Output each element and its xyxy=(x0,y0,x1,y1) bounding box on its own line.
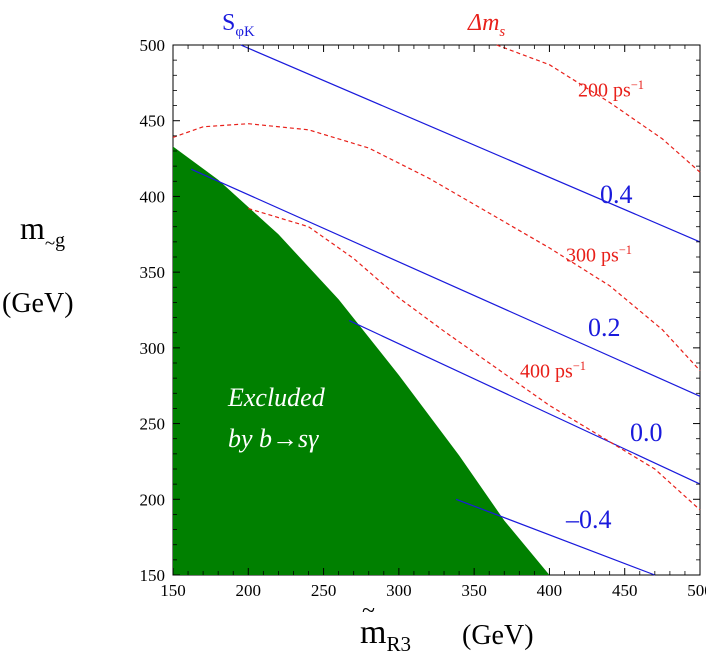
series-line-5 xyxy=(172,123,701,372)
series-label-0p2: 0.2 xyxy=(588,313,621,342)
y-tick-label-4: 350 xyxy=(140,263,166,282)
ticks-layer: 150 200 250 300 350 400 450 500 150 200 250 300 350 4… xyxy=(140,36,706,600)
y-tick-label-3: 300 xyxy=(140,339,166,358)
x-tick-label-0: 150 xyxy=(160,581,186,600)
x-axis-unit: (GeV) xyxy=(462,620,534,651)
legend-title-sphik: SφK xyxy=(222,10,255,40)
series-line-2 xyxy=(348,320,701,485)
excluded-region xyxy=(173,146,550,575)
y-tick-label-6: 450 xyxy=(140,112,166,131)
y-axis-label: m~g xyxy=(20,210,66,254)
series-layer xyxy=(172,44,701,576)
y-tick-label-7: 500 xyxy=(140,36,166,55)
y-tick-label-5: 400 xyxy=(140,187,166,206)
series-line-6 xyxy=(248,207,701,511)
series-line-1 xyxy=(190,168,701,397)
x-tick-label-7: 500 xyxy=(687,581,706,600)
excluded-label-line1: Excluded xyxy=(228,383,325,412)
series-line-4 xyxy=(496,44,701,173)
y-tick-label-1: 200 xyxy=(140,490,166,509)
series-line-0 xyxy=(240,44,701,243)
series-line-3 xyxy=(455,498,656,576)
x-tick-label-4: 350 xyxy=(461,581,487,600)
x-tick-label-2: 250 xyxy=(311,581,337,600)
series-label-0p0: 0.0 xyxy=(630,418,663,447)
legend-title-dms: Δms xyxy=(468,10,506,40)
series-label-200ps: 200 ps−1 xyxy=(578,78,644,102)
series-label-300ps: 300 ps−1 xyxy=(566,243,632,267)
x-tick-label-6: 450 xyxy=(612,581,638,600)
excluded-label-line2: by b→sγ xyxy=(228,424,319,453)
series-label-0p4: 0.4 xyxy=(600,180,633,209)
x-tick-label-1: 200 xyxy=(236,581,262,600)
y-axis-unit: (GeV) xyxy=(2,288,74,319)
x-axis-label: ~mR3 xyxy=(360,598,412,656)
y-tick-label-2: 250 xyxy=(140,415,166,434)
series-label-400ps: 400 ps−1 xyxy=(520,359,586,383)
y-tick-label-0: 150 xyxy=(140,566,166,585)
x-tick-label-3: 300 xyxy=(386,581,412,600)
x-tick-label-5: 400 xyxy=(537,581,563,600)
series-label-m0p4: –0.4 xyxy=(566,505,612,534)
